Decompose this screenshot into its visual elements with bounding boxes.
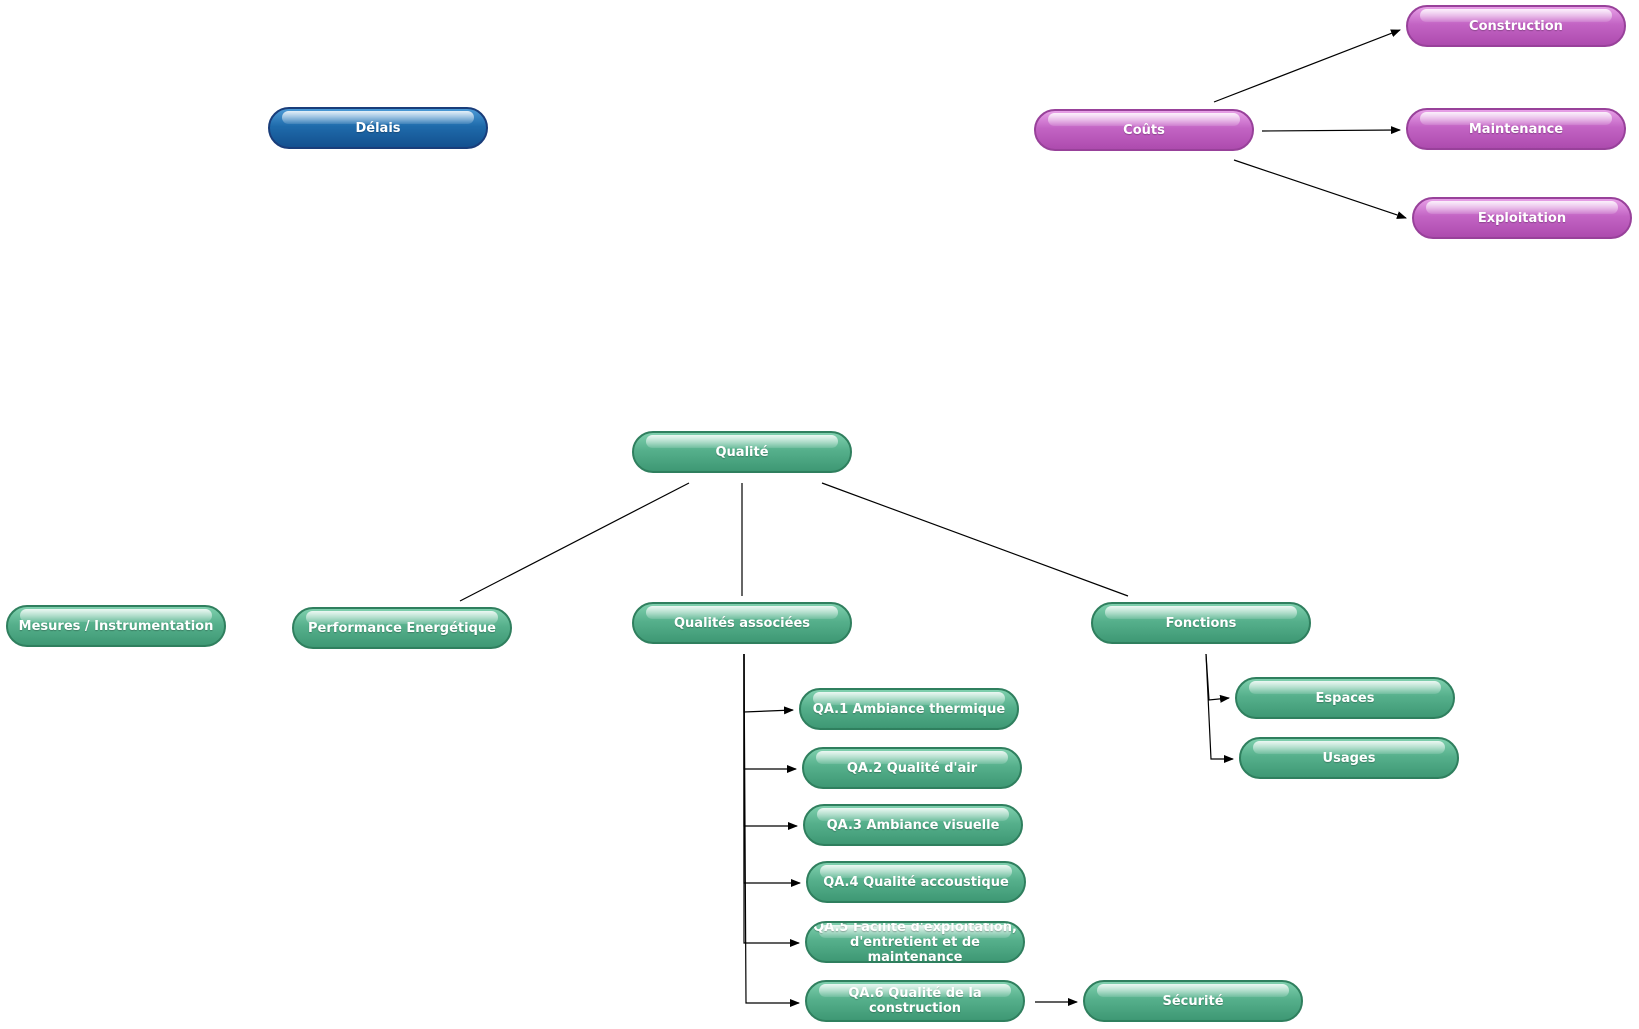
- node-couts[interactable]: Coûts: [1034, 109, 1254, 151]
- node-qa3-ambiance-visuelle[interactable]: QA.3 Ambiance visuelle: [803, 804, 1023, 846]
- node-qa4-qualite-accoustique[interactable]: QA.4 Qualité accoustique: [806, 861, 1026, 903]
- node-label: Performance Energétique: [308, 620, 496, 636]
- edge-qualites_associees-to-qa1: [743, 654, 794, 715]
- node-qa1-ambiance-thermique[interactable]: QA.1 Ambiance thermique: [799, 688, 1019, 730]
- node-label: Usages: [1322, 750, 1376, 766]
- edge-couts-to-maintenance: [1261, 126, 1401, 135]
- node-label: QA.4 Qualité accoustique: [823, 874, 1009, 890]
- node-label: Construction: [1469, 18, 1563, 34]
- edge-couts-to-exploitation: [1233, 159, 1407, 219]
- node-label: QA.5 Facilité d'exploitation, d'entretie…: [813, 921, 1017, 963]
- node-usages[interactable]: Usages: [1239, 737, 1459, 779]
- node-label: QA.1 Ambiance thermique: [812, 701, 1006, 717]
- node-label: Coûts: [1123, 122, 1165, 138]
- node-maintenance[interactable]: Maintenance: [1406, 108, 1626, 150]
- node-mesures-instrumentation[interactable]: Mesures / Instrumentation: [6, 605, 226, 647]
- node-label: QA.2 Qualité d'air: [846, 760, 978, 776]
- edge-qualites_associees-to-qa5: [743, 654, 800, 947]
- node-label: Mesures / Instrumentation: [18, 618, 214, 634]
- node-qa5-facilite-exploitation[interactable]: QA.5 Facilité d'exploitation, d'entretie…: [805, 921, 1025, 963]
- edge-qualites_associees-to-qa3: [743, 654, 798, 830]
- node-securite[interactable]: Sécurité: [1083, 980, 1303, 1022]
- edge-qualite-to-performance: [459, 482, 690, 602]
- node-performance-energetique[interactable]: Performance Energétique: [292, 607, 512, 649]
- node-label: Exploitation: [1477, 210, 1567, 226]
- node-label: Délais: [355, 120, 401, 136]
- node-label: Qualités associées: [674, 615, 810, 631]
- node-label: Qualité: [715, 444, 769, 460]
- edge-qualites_associees-to-qa4: [743, 654, 801, 887]
- edge-fonctions-to-usages: [1205, 653, 1234, 763]
- edge-couts-to-construction: [1213, 29, 1401, 103]
- node-delais[interactable]: Délais: [268, 107, 488, 149]
- node-qualite[interactable]: Qualité: [632, 431, 852, 473]
- node-label: QA.6 Qualité de la construction: [848, 986, 982, 1016]
- edge-qualites_associees-to-qa2: [743, 654, 797, 773]
- node-exploitation[interactable]: Exploitation: [1412, 197, 1632, 239]
- node-qualites-associees[interactable]: Qualités associées: [632, 602, 852, 644]
- edge-fonctions-to-espaces: [1205, 653, 1230, 703]
- node-espaces[interactable]: Espaces: [1235, 677, 1455, 719]
- node-qa6-qualite-construction[interactable]: QA.6 Qualité de la construction: [805, 980, 1025, 1022]
- node-qa2-qualite-air[interactable]: QA.2 Qualité d'air: [802, 747, 1022, 789]
- node-label: QA.3 Ambiance visuelle: [826, 817, 1000, 833]
- node-label: Maintenance: [1468, 121, 1564, 137]
- node-label: Sécurité: [1162, 993, 1224, 1009]
- node-fonctions[interactable]: Fonctions: [1091, 602, 1311, 644]
- node-label: Espaces: [1315, 690, 1375, 706]
- edge-qualite-to-fonctions: [821, 482, 1129, 597]
- node-label: Fonctions: [1165, 615, 1237, 631]
- edge-qualites_associees-to-qa6: [743, 653, 800, 1007]
- node-construction[interactable]: Construction: [1406, 5, 1626, 47]
